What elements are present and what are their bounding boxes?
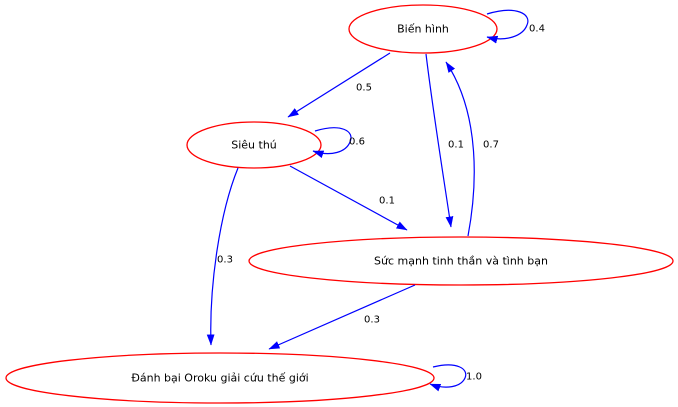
- node-label-danh-bai-oroku: Đánh bại Oroku giải cứu thế giới: [131, 372, 308, 385]
- edge-label-sieu-thu-to-danh-bai: 0.3: [217, 255, 233, 266]
- edge-label-bien-hinh-self: 0.4: [529, 24, 545, 35]
- edge-suc-manh-to-bien-hinh: [445, 61, 475, 237]
- node-label-suc-manh-tinh-than: Sức mạnh tinh thần và tình bạn: [374, 255, 548, 268]
- edge-bien-hinh-to-suc-manh: [425, 53, 454, 228]
- edge-label-suc-manh-to-danh-bai: 0.3: [364, 315, 380, 326]
- edge-label-sieu-thu-to-suc-manh: 0.1: [379, 196, 395, 207]
- edge-label-suc-manh-to-bien-hinh: 0.7: [483, 140, 499, 151]
- edge-suc-manh-to-danh-bai: [268, 284, 416, 350]
- node-ellipse-bien-hinh: [348, 4, 498, 54]
- edge-sieu-thu-self: [312, 127, 352, 159]
- node-sieu-thu: Siêu thú: [186, 121, 322, 169]
- edge-label-sieu-thu-self: 0.6: [349, 137, 365, 148]
- node-bien-hinh: Biến hình: [348, 4, 498, 54]
- edge-danh-bai-self: [429, 364, 467, 392]
- edge-label-danh-bai-self: 1.0: [466, 372, 482, 383]
- node-ellipse-sieu-thu: [186, 121, 322, 169]
- edge-sieu-thu-to-suc-manh: [289, 165, 408, 231]
- edges-layer: [206, 9, 529, 392]
- node-label-sieu-thu: Siêu thú: [231, 139, 277, 152]
- node-label-bien-hinh: Biến hình: [397, 23, 449, 36]
- edge-sieu-thu-to-danh-bai: [206, 167, 239, 346]
- edge-bien-hinh-to-sieu-thu: [287, 52, 391, 118]
- node-suc-manh-tinh-than: Sức mạnh tinh thần và tình bạn: [248, 236, 674, 286]
- edge-label-bien-hinh-to-sieu-thu: 0.5: [356, 83, 372, 94]
- node-ellipse-suc-manh-tinh-than: [248, 236, 674, 286]
- edge-labels-layer: 0.4 0.5 0.6 0.1 0.7 0.1 0.3 0.3 1.0: [217, 24, 545, 383]
- edge-label-bien-hinh-to-suc-manh: 0.1: [448, 140, 464, 151]
- node-ellipse-danh-bai-oroku: [5, 352, 435, 404]
- node-danh-bai-oroku: Đánh bại Oroku giải cứu thế giới: [5, 352, 435, 404]
- edge-bien-hinh-self: [486, 9, 529, 44]
